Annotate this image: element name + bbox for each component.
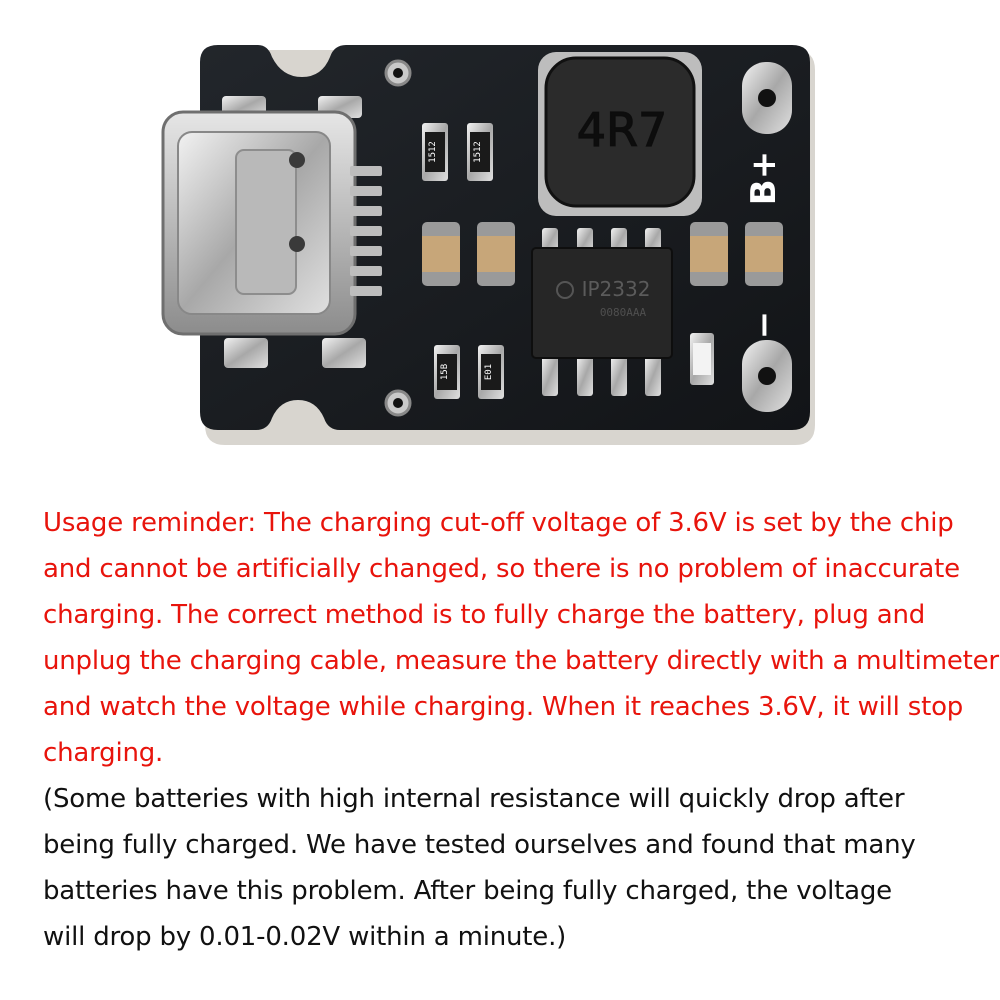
note-line: batteries have this problem. After being… — [43, 876, 892, 906]
inductor: 4R7 — [538, 52, 702, 216]
usage-reminder: Usage reminder: The charging cut-off vol… — [43, 500, 1000, 776]
battery-pad-negative — [742, 340, 792, 412]
resistor-r4: E01 — [478, 345, 504, 399]
connector-pins — [350, 166, 382, 296]
note-line: will drop by 0.01-0.02V within a minute.… — [43, 922, 567, 952]
mounting-hole — [393, 398, 403, 408]
led — [690, 333, 714, 385]
note-line: (Some batteries with high internal resis… — [43, 784, 905, 814]
resistor-r4-label: E01 — [484, 364, 494, 380]
capacitor — [477, 222, 515, 286]
usb-c-connector — [161, 96, 366, 368]
battery-note: (Some batteries with high internal resis… — [43, 776, 988, 960]
mounting-hole — [393, 68, 403, 78]
reminder-line: and watch the voltage while charging. Wh… — [43, 692, 964, 722]
resistor-r2-label: 1512 — [473, 141, 483, 163]
chip-marking: IP2332 — [582, 277, 651, 301]
inductor-marking: 4R7 — [577, 103, 668, 157]
reminder-line: unplug the charging cable, measure the b… — [43, 646, 1000, 676]
reminder-line: charging. — [43, 738, 164, 768]
resistor-r1-label: 1512 — [428, 141, 438, 163]
reminder-line: and cannot be artificially changed, so t… — [43, 554, 960, 584]
chip-lot-marking: 0080AAA — [600, 306, 647, 319]
reminder-line: charging. The correct method is to fully… — [43, 600, 926, 630]
capacitor — [422, 222, 460, 286]
label-b-plus: B+ — [744, 151, 784, 205]
capacitor — [745, 222, 783, 286]
resistor-r1: 1512 — [422, 123, 448, 181]
reminder-line: Usage reminder: The charging cut-off vol… — [43, 508, 954, 538]
product-photo: 1512 1512 4R7 — [161, 45, 815, 445]
capacitor — [690, 222, 728, 286]
battery-pad-positive — [742, 62, 792, 134]
note-line: being fully charged. We have tested ours… — [43, 830, 916, 860]
resistor-r3: 15B — [434, 345, 460, 399]
ic-chip: IP2332 0080AAA — [531, 228, 673, 396]
description-text: Usage reminder: The charging cut-off vol… — [43, 500, 1000, 960]
label-b-minus: − — [744, 311, 784, 340]
resistor-r3-label: 15B — [440, 364, 450, 380]
resistor-r2: 1512 — [467, 123, 493, 181]
